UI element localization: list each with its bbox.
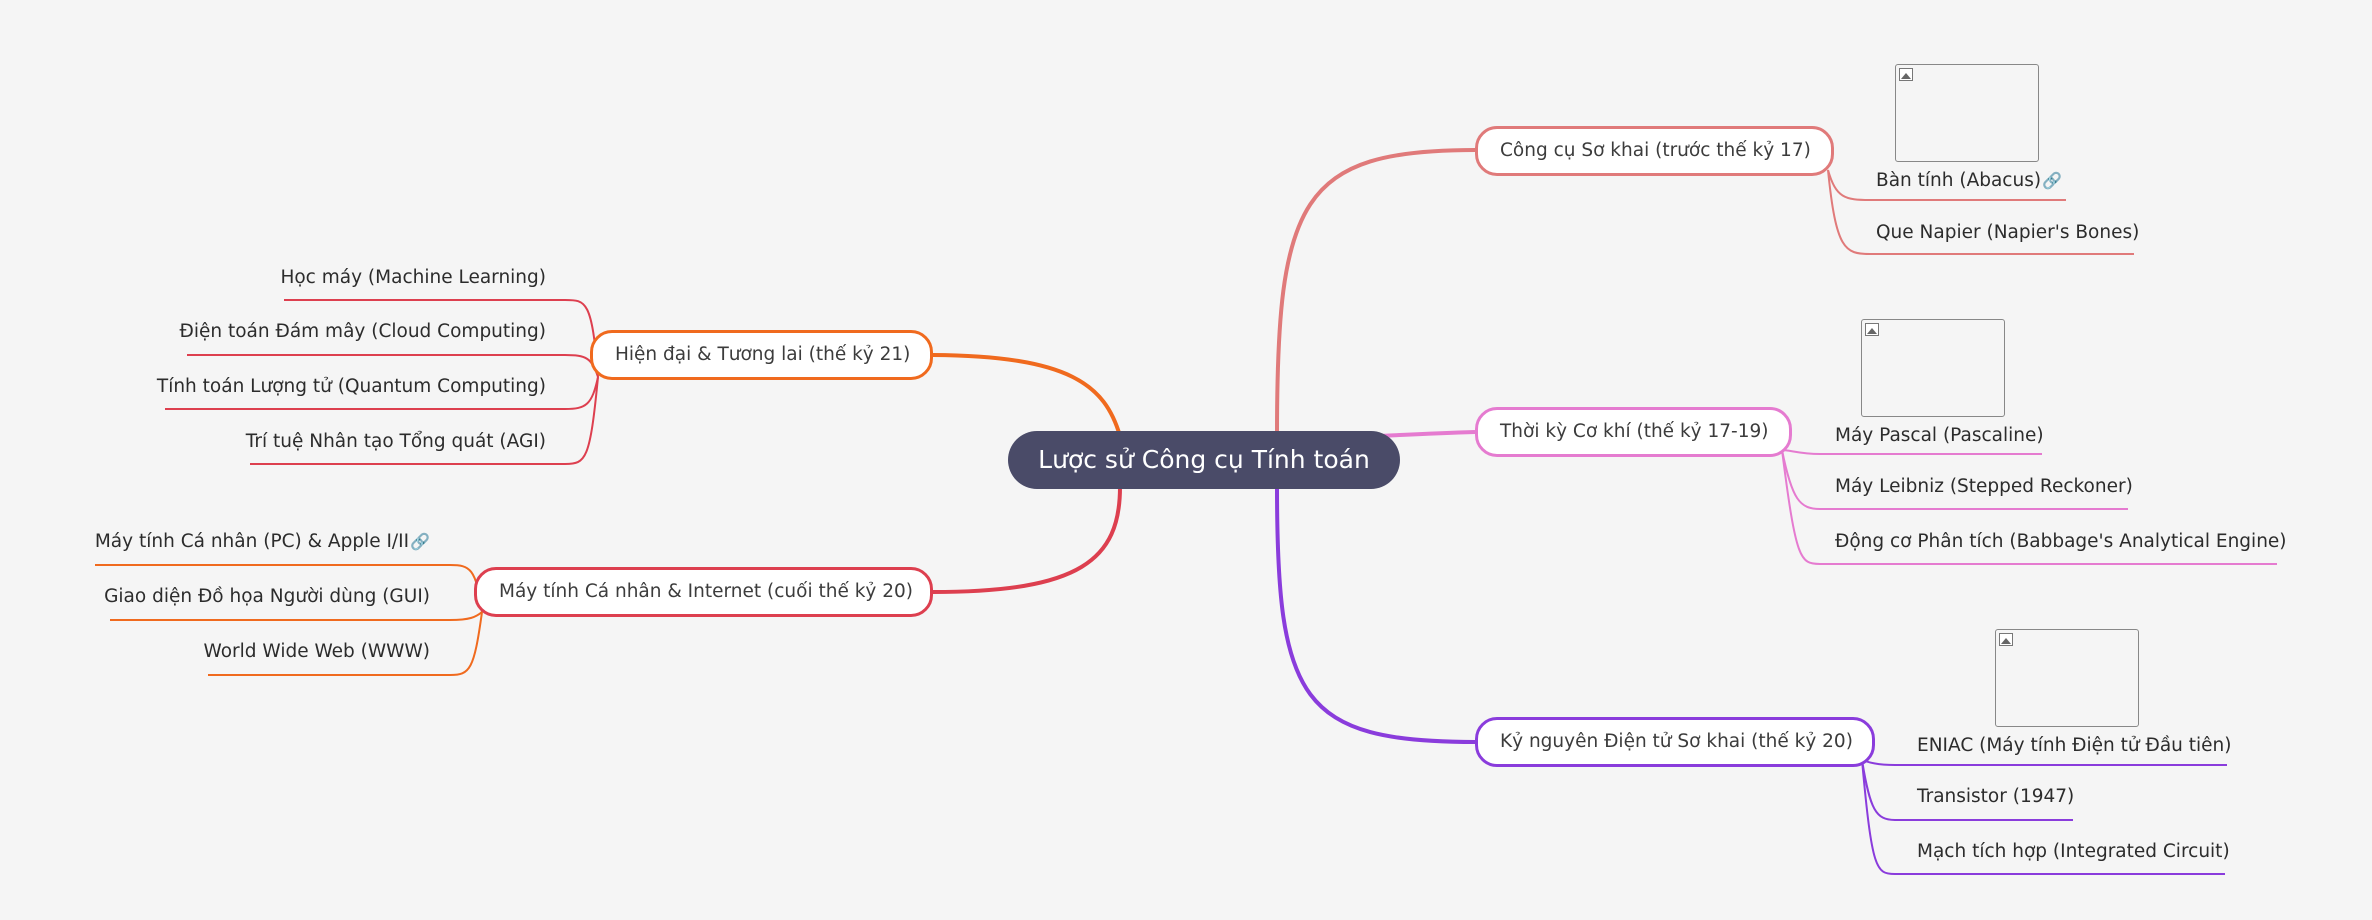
connector-early	[1275, 148, 1476, 435]
leaf-connector	[250, 376, 599, 465]
leaf-quantum-computing[interactable]: Tính toán Lượng tử (Quantum Computing)	[156, 376, 546, 397]
connector-modern	[932, 353, 1122, 437]
root-topic[interactable]: Lược sử Công cụ Tính toán	[1008, 431, 1400, 489]
leaf-connector	[1827, 169, 2066, 201]
leaf-connector	[1781, 449, 2277, 565]
leaf-pascaline[interactable]: Máy Pascal (Pascaline)	[1835, 425, 2044, 446]
leaf-leibniz[interactable]: Máy Leibniz (Stepped Reckoner)	[1835, 476, 2133, 497]
leaf-connector	[1861, 759, 2073, 821]
leaf-integrated-circuit[interactable]: Mạch tích hợp (Integrated Circuit)	[1917, 841, 2230, 862]
branch-pc-internet[interactable]: Máy tính Cá nhân & Internet (cuối thế kỷ…	[474, 567, 933, 617]
branch-early-tools[interactable]: Công cụ Sơ khai (trước thế kỷ 17)	[1475, 126, 1834, 176]
image-icon	[1999, 633, 2013, 646]
leaf-www[interactable]: World Wide Web (WWW)	[203, 641, 430, 662]
link-icon[interactable]: 🔗	[410, 532, 430, 551]
leaf-transistor[interactable]: Transistor (1947)	[1917, 786, 2075, 807]
leaf-machine-learning[interactable]: Học máy (Machine Learning)	[280, 267, 546, 288]
leaf-gui[interactable]: Giao diện Đồ họa Người dùng (GUI)	[104, 586, 430, 607]
branch-mechanical-era[interactable]: Thời kỳ Cơ khí (thế kỷ 17-19)	[1475, 407, 1792, 457]
branch-modern-future[interactable]: Hiện đại & Tương lai (thế kỷ 21)	[590, 330, 933, 380]
leaf-connector	[165, 376, 599, 410]
link-icon[interactable]: 🔗	[2042, 171, 2062, 190]
image-placeholder-icon[interactable]	[1895, 64, 2039, 162]
branch-electronic-era[interactable]: Kỷ nguyên Điện tử Sơ khai (thế kỷ 20)	[1475, 717, 1875, 767]
leaf-connector	[1781, 449, 2128, 510]
leaf-connector	[1861, 759, 2227, 766]
image-icon	[1899, 68, 1913, 81]
leaf-eniac[interactable]: ENIAC (Máy tính Điện tử Đầu tiên)	[1917, 735, 2232, 756]
leaf-agi[interactable]: Trí tuệ Nhân tạo Tổng quát (AGI)	[245, 431, 546, 452]
leaf-connector	[208, 611, 483, 676]
leaf-babbage[interactable]: Động cơ Phân tích (Babbage's Analytical …	[1835, 531, 2287, 552]
image-placeholder-icon[interactable]	[1861, 319, 2005, 417]
leaf-connector	[110, 611, 483, 621]
leaf-napier[interactable]: Que Napier (Napier's Bones)	[1876, 222, 2140, 243]
connector-electronic	[1275, 486, 1476, 744]
leaf-connector	[1861, 759, 2225, 875]
image-icon	[1865, 323, 1879, 336]
leaf-connector	[1781, 449, 2042, 455]
leaf-connector	[1827, 169, 2134, 255]
leaf-abacus[interactable]: Bàn tính (Abacus)🔗	[1876, 170, 2062, 191]
image-placeholder-icon[interactable]	[1995, 629, 2139, 727]
connector-pc	[932, 486, 1122, 594]
connector-mechanical	[1379, 430, 1476, 438]
leaf-cloud-computing[interactable]: Điện toán Đám mây (Cloud Computing)	[179, 321, 547, 342]
leaf-personal-computer[interactable]: Máy tính Cá nhân (PC) & Apple I/II🔗	[94, 531, 430, 552]
